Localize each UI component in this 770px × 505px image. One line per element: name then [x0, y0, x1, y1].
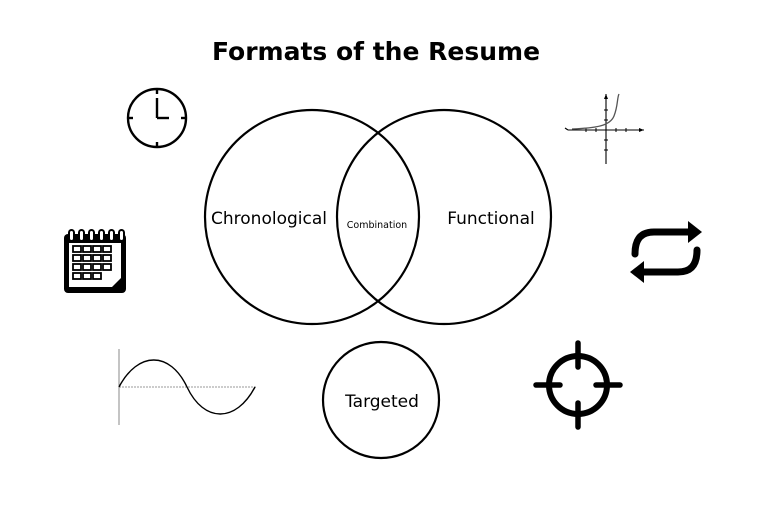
combination-label: Combination: [347, 220, 407, 231]
calendar-icon: [64, 229, 126, 293]
chronological-label: Chronological: [211, 209, 327, 229]
functional-label: Functional: [447, 209, 534, 229]
function-graph-icon: [564, 93, 644, 164]
sine-wave-icon: [118, 349, 256, 425]
crosshair-target-icon: [533, 340, 623, 430]
functional-circle: [335, 108, 553, 326]
clock-icon: [126, 87, 188, 149]
targeted-label: Targeted: [344, 392, 419, 412]
diagram-title: Formats of the Resume: [212, 37, 540, 66]
targeted-circle: [321, 340, 441, 460]
chronological-circle: [203, 108, 421, 326]
repeat-arrows-icon: [630, 221, 702, 283]
